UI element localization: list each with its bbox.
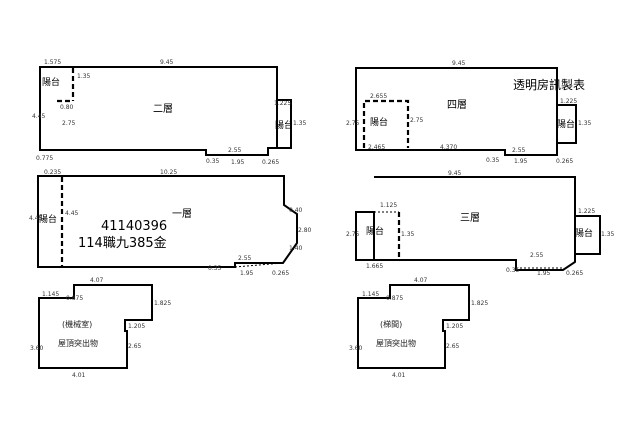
dim-f1-f: 1.95 [240,270,254,277]
f2-floor-label: 二層 [153,103,173,115]
dim-f1-g: 0.265 [272,270,289,277]
floor-2-plan: 1.575 9.45 1.35 0.80 2.75 4.45 0.775 1.2… [32,59,307,166]
dim-rr-c: 1.825 [471,300,488,307]
dim-f1-d: 1.40 [289,245,303,252]
f2-balcony-left-label: 陽台 [42,76,60,88]
roof-structure-right: 4.07 1.145 0.875 1.825 1.205 2.65 3.60 4… [349,277,488,379]
dim-f1-b: 0.40 [289,207,303,214]
dim-f2-right-top: 1.225 [274,100,291,107]
dim-f2-f: 0.265 [262,159,279,166]
dim-f1-e: 2.55 [238,255,252,262]
dim-f4-right: 1.35 [578,120,592,127]
dim-f2-right: 1.35 [293,120,307,127]
dim-rl-bottom: 4.01 [72,372,86,379]
dim-f3-f: 0.265 [566,270,583,277]
dim-f3-b: 1.35 [401,231,415,238]
dim-rr-left: 3.60 [349,345,363,352]
floor-1-plan: 0.235 10.25 4.45 4.45 0.40 2.80 1.40 2.5… [29,169,312,277]
f1-balcony-label: 陽台 [39,213,57,225]
roof-right-room-label: (梯間) [380,319,402,329]
dim-f1-top: 10.25 [160,169,177,176]
dim-f2-top: 9.45 [160,59,174,66]
dim-f4-a: 2.655 [370,93,387,100]
dim-rr-d: 1.205 [446,323,463,330]
dim-f3-d: 2.55 [530,252,544,259]
dim-rr-e: 2.65 [446,343,460,350]
dim-f4-top: 9.45 [452,60,466,67]
dim-f4-right-top: 1.225 [560,98,577,105]
floor-3-plan: 9.45 1.125 2.75 1.35 1.665 1.225 1.35 2.… [346,170,615,277]
dim-f2-d: 2.55 [228,147,242,154]
dim-rl-d: 1.205 [128,323,145,330]
dim-f4-e: 2.55 [512,147,526,154]
dim-f3-c: 1.665 [366,263,383,270]
dim-rl-left: 3.60 [30,345,44,352]
roof-left-structure-label: 屋頂突出物 [58,338,98,348]
f2-balcony-right-label: 陽台 [275,119,293,131]
f4-balcony-right-label: 陽台 [557,118,575,130]
dim-f2-a: 1.35 [77,73,91,80]
roof-right-structure-label: 屋頂突出物 [376,338,416,348]
dim-f2-e: 1.95 [231,159,245,166]
dim-f2-balcony-top: 1.575 [44,59,61,66]
roof-left-room-label: (機械室) [62,319,92,329]
dim-rl-a: 1.145 [42,291,59,298]
dim-f2-g: 0.35 [206,158,220,165]
dim-f3-right: 1.35 [601,231,615,238]
case-number: 41140396 [101,219,167,234]
f3-balcony-right-label: 陽台 [575,227,593,239]
dim-f3-g: 0.35 [506,267,520,274]
dim-f4-h: 0.35 [486,157,500,164]
dim-f3-top: 9.45 [448,170,462,177]
dim-f1-c: 2.80 [298,227,312,234]
f3-balcony-left-label: 陽台 [366,225,384,237]
dim-f2-left: 4.45 [32,113,46,120]
dim-f2-bottom-left: 0.775 [36,155,53,162]
case-label: 114職九385金 [78,235,167,251]
dim-f4-b: 2.75 [410,117,424,124]
dim-f3-left: 2.75 [346,231,360,238]
dim-f2-c: 2.75 [62,120,76,127]
f4-floor-label: 四層 [447,99,467,111]
dim-rl-b: 0.875 [66,295,83,302]
dim-f4-g: 0.265 [556,158,573,165]
dim-rl-top: 4.07 [90,277,104,284]
f4-balcony-left-label: 陽台 [370,116,388,128]
dim-f2-b: 0.80 [60,104,74,111]
dim-rr-a: 1.145 [362,291,379,298]
f1-floor-label: 一層 [172,208,192,220]
dim-f3-right-top: 1.225 [578,208,595,215]
roof-structure-left: 4.07 1.145 0.875 1.825 1.205 2.65 3.60 4… [30,277,171,379]
maker-watermark: 透明房訊製表 [513,77,585,92]
dim-f4-left: 2.75 [346,120,360,127]
dim-f1-h: 0.35 [208,265,222,272]
dim-f3-e: 1.95 [537,270,551,277]
floor-4-plan: 9.45 2.655 2.75 2.465 4.370 1.225 1.35 2… [346,60,592,165]
dim-rl-c: 1.825 [154,300,171,307]
dim-rr-bottom: 4.01 [392,372,406,379]
dim-f1-balcony-top: 0.235 [44,169,61,176]
dim-f4-c: 2.465 [368,144,385,151]
dim-f1-a: 4.45 [65,210,79,217]
dim-f3-a: 1.125 [380,202,397,209]
dim-f1-left: 4.45 [29,215,43,222]
dim-f4-f: 1.95 [514,158,528,165]
dim-f4-d: 4.370 [440,144,457,151]
f3-floor-label: 三層 [460,212,480,224]
dim-rl-e: 2.65 [128,343,142,350]
dim-rr-b: 0.875 [386,295,403,302]
dim-rr-top: 4.07 [414,277,428,284]
